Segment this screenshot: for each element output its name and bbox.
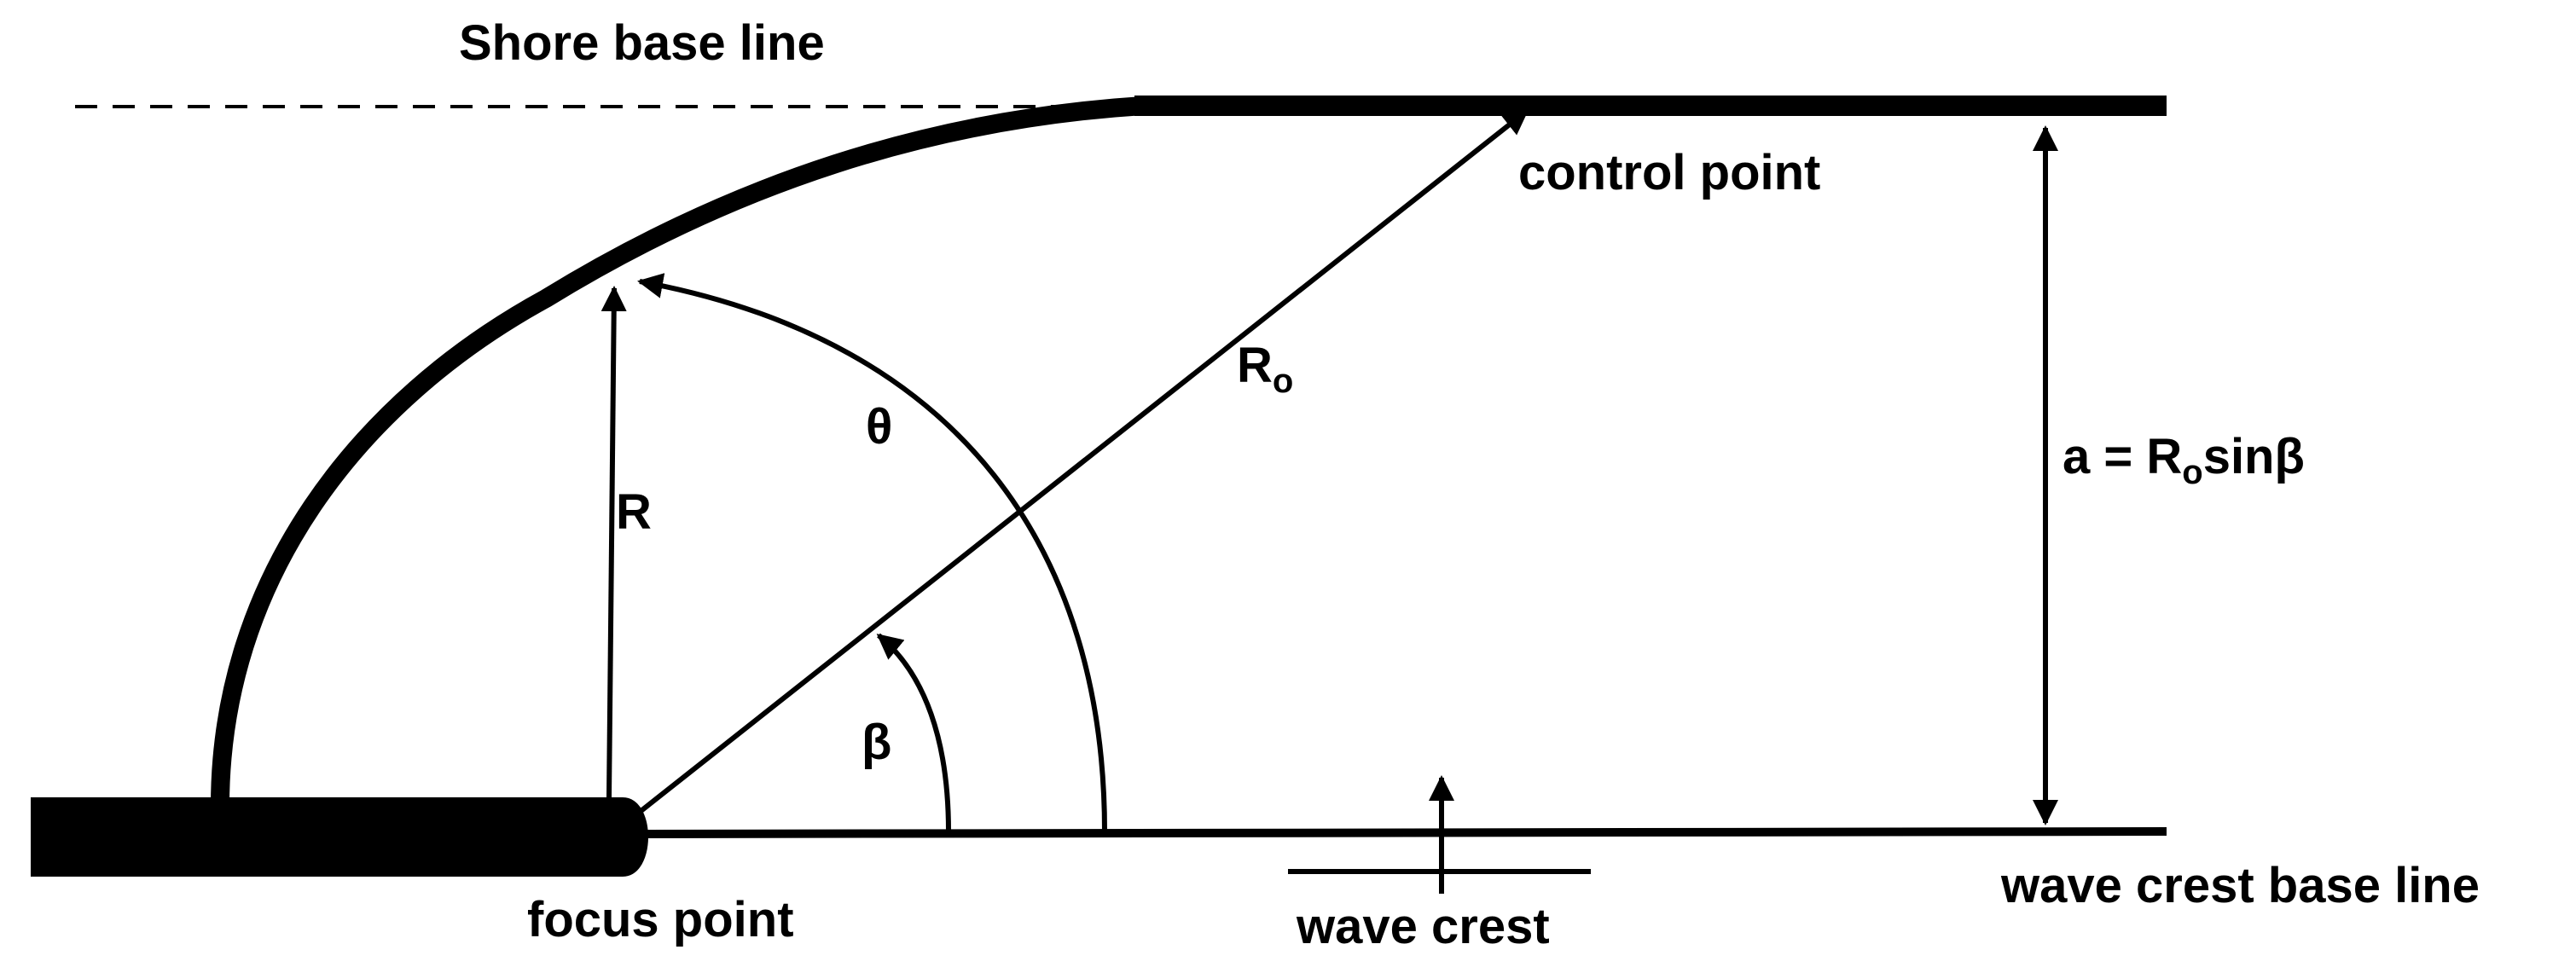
- beta-label: β: [862, 715, 891, 770]
- a-equation-subscript: o: [2182, 454, 2202, 491]
- ro-label-subscript: o: [1273, 362, 1293, 400]
- ro-line: [629, 108, 1529, 821]
- ro-label-main: R: [1237, 338, 1273, 393]
- wave-crest-base-line-label: wave crest base line: [2000, 858, 2480, 913]
- a-equation-prefix: a = R: [2063, 429, 2182, 484]
- theta-label: θ: [866, 399, 892, 455]
- theta-arc: [637, 273, 1107, 832]
- wave-crest-label: wave crest: [1296, 899, 1550, 954]
- r-arrow: [600, 286, 627, 798]
- wave-crest-base-line: [630, 827, 2167, 838]
- r-label: R: [616, 484, 652, 540]
- bay-shoreline-curve: [211, 96, 1144, 807]
- shore-base-line-label: Shore base line: [459, 15, 825, 71]
- beta-arc: [876, 633, 951, 832]
- focus-point-label: focus point: [527, 892, 794, 947]
- control-point-label: control point: [1518, 145, 1820, 200]
- a-equation-label: a = Rosinβ: [2063, 429, 2305, 491]
- ro-label: Ro: [1237, 338, 1293, 400]
- a-equation-suffix: sinβ: [2203, 429, 2305, 484]
- headland: [31, 797, 648, 877]
